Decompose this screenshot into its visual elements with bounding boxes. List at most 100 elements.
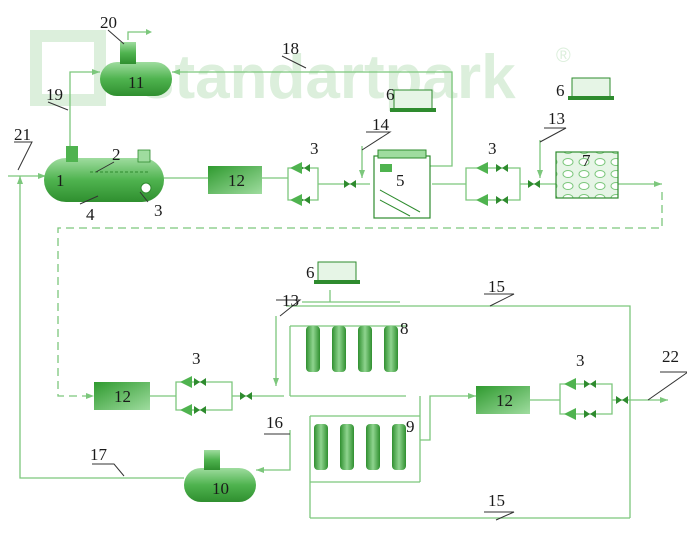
- label-17: 17: [90, 445, 108, 464]
- arrow-icon: [86, 393, 94, 399]
- pump-icon: [180, 376, 192, 388]
- watermark-logo-icon: [30, 30, 106, 106]
- valve-icon: [616, 396, 628, 404]
- label-3d: 3: [192, 349, 201, 368]
- arrow-icon: [537, 170, 543, 178]
- label-6c: 6: [306, 263, 315, 282]
- tank-11: [100, 42, 172, 96]
- pipe-column-manifold-8: [289, 325, 406, 397]
- arrow-icon: [468, 393, 476, 399]
- label-8: 8: [400, 319, 409, 338]
- pipe-pump-bypass-c: [150, 381, 233, 411]
- label-18: 18: [282, 39, 299, 58]
- unit-5: [373, 149, 431, 219]
- filter-7: [555, 151, 619, 199]
- label-3a: 3: [154, 201, 163, 220]
- watermark-registered-mark: ®: [556, 45, 571, 67]
- label-leaders: [14, 29, 687, 521]
- dosing-unit-6c: [314, 261, 360, 284]
- label-4: 4: [86, 205, 95, 224]
- arrow-icon: [654, 181, 662, 187]
- label-3b: 3: [310, 139, 319, 158]
- arrow-icon: [660, 397, 668, 403]
- tank-1-main: [44, 146, 164, 202]
- label-13b: 13: [282, 291, 299, 310]
- label-6b: 6: [556, 81, 565, 100]
- pipe-18: [172, 71, 453, 167]
- label-3e: 3: [576, 351, 585, 370]
- pipe-column-manifold-9: [309, 396, 421, 518]
- label-7: 7: [582, 151, 591, 170]
- pipe-dosing-header: [302, 290, 400, 303]
- label-15a: 15: [488, 277, 505, 296]
- label-3c: 3: [488, 139, 497, 158]
- label-10: 10: [212, 479, 229, 498]
- unit-12-top: [208, 166, 262, 194]
- pipe-network: [8, 29, 668, 519]
- valve-icon: [528, 180, 540, 188]
- columns-8: [306, 326, 398, 372]
- pipe-pump-bypass-d: [530, 383, 613, 415]
- arrow-icon: [92, 69, 100, 75]
- dosing-unit-6a: [390, 89, 436, 112]
- valve-icon: [194, 406, 206, 414]
- pipe-to-12-right: [420, 395, 476, 441]
- valve-icon: [496, 196, 508, 204]
- dosing-unit-6b: [568, 77, 614, 100]
- label-12c: 12: [496, 391, 513, 410]
- label-16: 16: [266, 413, 283, 432]
- pump-icon: [564, 378, 576, 390]
- arrow-icon: [17, 176, 23, 184]
- valves: [194, 164, 628, 418]
- valve-icon: [240, 392, 252, 400]
- tank-10: [184, 450, 256, 502]
- pipe-pump-bypass-a: [262, 167, 319, 201]
- label-14: 14: [372, 115, 390, 134]
- label-19: 19: [46, 85, 63, 104]
- pump-icon: [476, 194, 488, 206]
- label-12a: 12: [228, 171, 245, 190]
- watermark: standartpark ®: [30, 30, 571, 112]
- pump-icon: [290, 162, 302, 174]
- pipe-16: [256, 430, 291, 471]
- label-12b: 12: [114, 387, 131, 406]
- label-22: 22: [662, 347, 679, 366]
- pipe-dashed-transfer: [57, 192, 663, 397]
- label-21: 21: [14, 125, 31, 144]
- label-2: 2: [112, 145, 121, 164]
- arrow-icon: [172, 69, 180, 75]
- label-13a: 13: [548, 109, 565, 128]
- valve-icon: [584, 410, 596, 418]
- pump-icon: [564, 408, 576, 420]
- pipe-pump-bypass-b: [432, 167, 521, 201]
- label-11: 11: [128, 73, 144, 92]
- unit-12-lower-right: [476, 386, 530, 414]
- arrow-icon: [273, 378, 279, 386]
- pump-icon: [290, 194, 302, 206]
- valve-icon: [194, 378, 206, 386]
- label-20: 20: [100, 13, 117, 32]
- pumps: [180, 162, 576, 420]
- label-15b: 15: [488, 491, 505, 510]
- pipe-17: [19, 176, 184, 479]
- pump-icon: [180, 404, 192, 416]
- arrow-icon: [256, 467, 264, 473]
- pipe-19: [69, 71, 100, 148]
- arrow-icon: [38, 173, 46, 179]
- columns-9: [314, 424, 406, 470]
- watermark-text: standartpark: [140, 43, 516, 112]
- label-9: 9: [406, 417, 415, 436]
- arrow-icon: [359, 170, 365, 178]
- arrow-icon: [146, 29, 152, 35]
- label-1: 1: [56, 171, 65, 190]
- valve-icon: [496, 164, 508, 172]
- pipe-20-outlet: [127, 31, 150, 40]
- unit-12-lower-left: [94, 382, 150, 410]
- label-5: 5: [396, 171, 405, 190]
- label-6a: 6: [386, 85, 395, 104]
- pipe-15-upper: [286, 305, 631, 518]
- pump-icon: [476, 162, 488, 174]
- valve-icon: [344, 180, 356, 188]
